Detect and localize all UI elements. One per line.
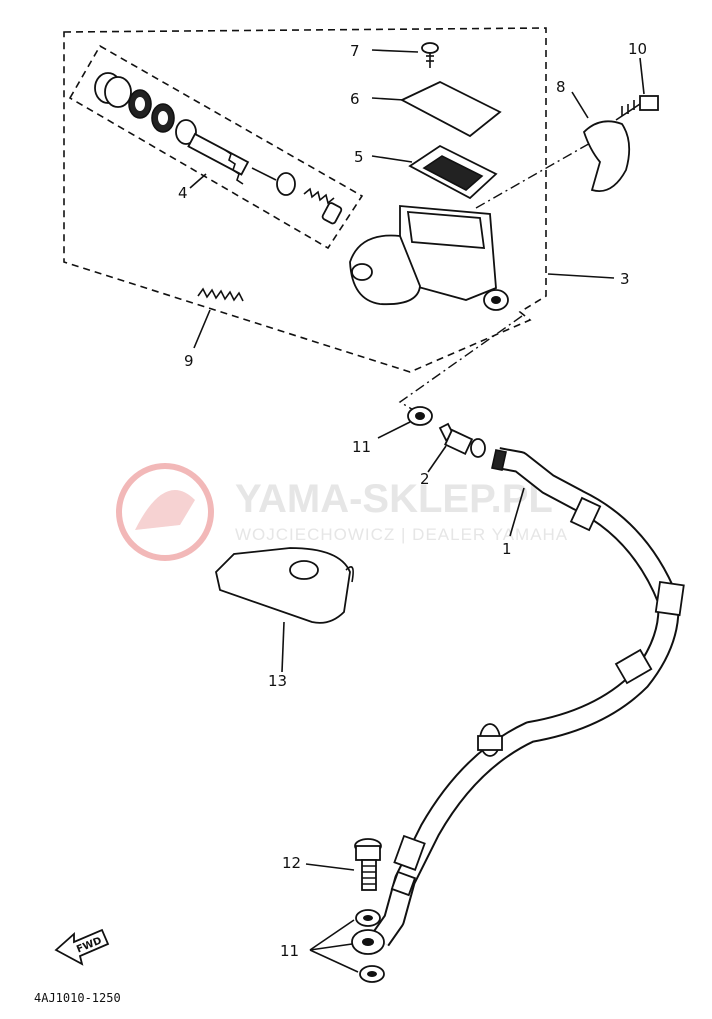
callout-3: 3 [620,270,630,288]
fwd-arrow-icon: FWD [54,928,110,966]
callout-11-bottom: 11 [280,942,299,960]
callout-10: 10 [628,40,647,58]
master-cylinder-body [349,205,509,311]
callout-7: 7 [350,42,360,60]
watermark-dealer: WOJCIECHOWICZ | DEALER YAMAHA [235,525,568,544]
callout-9: 9 [184,352,194,370]
clamp-bolt [615,95,659,121]
watermark-brand: YAMA-SKLEP.PL [235,477,553,521]
copper-washers-bottom [351,909,385,983]
leader-lines [189,49,645,973]
callout-2: 2 [420,470,430,488]
assembly-4-boundary [68,44,364,250]
diaphragm [408,144,498,200]
callout-13: 13 [268,672,287,690]
clamp-axis-line [475,141,593,209]
holder-clamp [582,120,631,192]
callout-12: 12 [282,854,301,872]
watermark: YAMA-SKLEP.PL WOJCIECHOWICZ | DEALER YAM… [116,463,568,561]
watermark-logo-icon [116,463,214,561]
callouts: 7 6 5 8 10 3 4 9 11 2 1 13 12 11 [178,40,647,960]
watermark-logo-mark [135,490,195,530]
reservoir-cap [399,80,502,138]
assembly-3-boundary [63,27,547,373]
union-bolt-lower [354,838,382,891]
hose-cover [215,547,354,624]
copper-washer-top [407,406,433,426]
callout-8: 8 [556,78,566,96]
callout-4: 4 [178,184,188,202]
piston-kit [94,72,343,225]
callout-1: 1 [502,540,512,558]
callout-11-top: 11 [352,438,371,456]
diagram-code: 4AJ1010-1250 [34,991,121,1005]
union-bolt [438,422,486,458]
brake-hose [370,447,685,947]
cap-screw [421,42,439,68]
spring [197,287,244,302]
callout-5: 5 [354,148,364,166]
callout-6: 6 [350,90,360,108]
